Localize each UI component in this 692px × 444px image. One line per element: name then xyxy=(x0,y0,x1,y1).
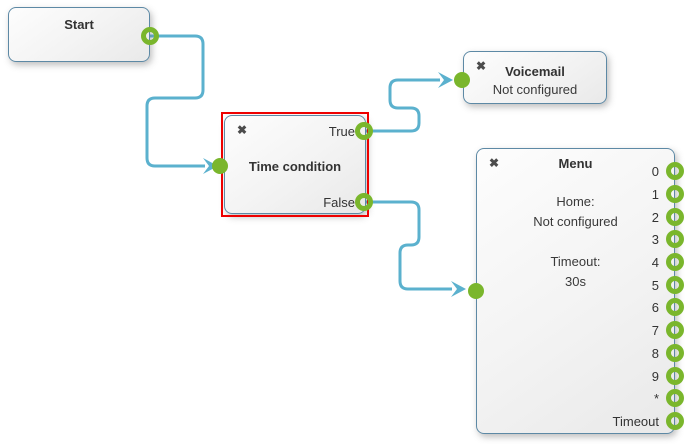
voicemail-input-endpoint[interactable] xyxy=(454,72,470,88)
node-menu-title: Menu xyxy=(558,156,593,171)
menu-output-label-8: 8 xyxy=(651,346,659,361)
time-condition-input-endpoint[interactable] xyxy=(212,158,228,174)
menu-output-label-1: 1 xyxy=(651,187,659,202)
menu-timeout-value: 30s xyxy=(565,274,586,289)
menu-output-label-timeout: Timeout xyxy=(612,414,659,429)
node-start-title: Start xyxy=(64,17,94,32)
menu-output-label-star: * xyxy=(653,391,659,406)
connection-start-to-time-condition[interactable] xyxy=(145,34,205,168)
arrowhead-false-to-menu xyxy=(451,281,466,297)
menu-home-label: Home: xyxy=(556,194,595,209)
delete-node-icon[interactable]: ✖ xyxy=(476,59,487,73)
menu-home-value: Not configured xyxy=(533,214,618,229)
node-voicemail[interactable]: ✖ Voicemail Not configured xyxy=(463,51,607,104)
node-time-condition[interactable]: ✖ Time condition True False xyxy=(224,115,366,214)
connection-true-to-voicemail[interactable] xyxy=(364,78,440,133)
menu-output-label-5: 5 xyxy=(651,278,659,293)
menu-output-label-3: 3 xyxy=(651,232,659,247)
node-menu[interactable]: ✖ Menu Home: Not configured Timeout: 30s… xyxy=(476,148,675,434)
menu-timeout-label: Timeout: xyxy=(550,254,601,269)
menu-output-endpoint-5[interactable] xyxy=(666,276,684,294)
menu-output-endpoint-8[interactable] xyxy=(666,344,684,362)
node-start[interactable]: Start xyxy=(8,7,150,62)
menu-output-label-0: 0 xyxy=(651,164,659,179)
node-voicemail-status: Not configured xyxy=(492,82,578,97)
start-output-endpoint[interactable] xyxy=(141,27,159,45)
menu-output-endpoint-timeout[interactable] xyxy=(666,412,684,430)
menu-output-label-6: 6 xyxy=(651,300,659,315)
node-time-condition-title: Time condition xyxy=(248,159,342,174)
menu-spacer xyxy=(477,232,674,252)
branch-label-false: False xyxy=(323,195,355,210)
node-menu-body: Home: Not configured Timeout: 30s xyxy=(477,192,674,292)
menu-output-endpoint-0[interactable] xyxy=(666,162,684,180)
node-voicemail-title: Voicemail xyxy=(505,64,565,79)
menu-output-endpoint-6[interactable] xyxy=(666,298,684,316)
menu-output-label-4: 4 xyxy=(651,255,659,270)
connection-false-to-menu[interactable] xyxy=(364,200,452,291)
menu-output-endpoint-1[interactable] xyxy=(666,185,684,203)
menu-input-endpoint[interactable] xyxy=(468,283,484,299)
menu-output-endpoint-2[interactable] xyxy=(666,208,684,226)
menu-output-label-7: 7 xyxy=(651,323,659,338)
arrowhead-true-to-voicemail xyxy=(438,72,453,88)
arrowhead-start-to-time-condition xyxy=(203,158,218,174)
menu-output-endpoint-star[interactable] xyxy=(666,389,684,407)
menu-output-endpoint-4[interactable] xyxy=(666,253,684,271)
time-condition-true-endpoint[interactable] xyxy=(355,122,373,140)
menu-output-label-2: 2 xyxy=(651,210,659,225)
delete-node-icon[interactable]: ✖ xyxy=(489,156,500,170)
branch-label-true: True xyxy=(328,124,355,139)
menu-output-label-9: 9 xyxy=(651,369,659,384)
menu-output-endpoint-7[interactable] xyxy=(666,321,684,339)
delete-node-icon[interactable]: ✖ xyxy=(237,123,248,137)
time-condition-false-endpoint[interactable] xyxy=(355,193,373,211)
menu-output-endpoint-9[interactable] xyxy=(666,367,684,385)
menu-output-endpoint-3[interactable] xyxy=(666,230,684,248)
